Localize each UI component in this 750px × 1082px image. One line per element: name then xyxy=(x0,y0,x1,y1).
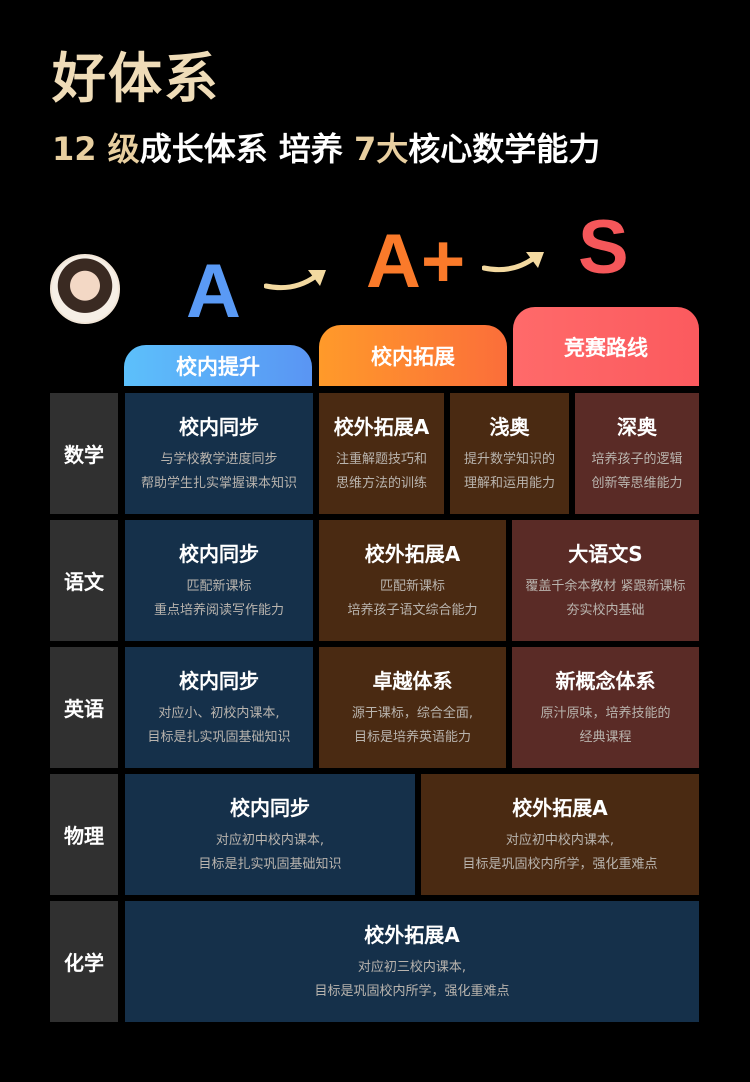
level-s: S xyxy=(578,205,629,290)
subtitle-text-1: 成长体系 培养 xyxy=(139,130,354,168)
course-title: 校外拓展A xyxy=(364,542,461,566)
subject-label: 语文 xyxy=(50,520,118,641)
course-title: 校内同步 xyxy=(230,796,310,820)
course-title: 卓越体系 xyxy=(372,669,453,693)
subject-label: 化学 xyxy=(50,901,118,1022)
subtitle: 12 级成长体系 培养 7大核心数学能力 xyxy=(52,124,600,170)
course-title: 校外拓展A xyxy=(364,923,460,947)
course-description: 帮助学生扎实掌握课本知识 xyxy=(140,476,297,491)
course-description: 目标是培养英语能力 xyxy=(353,730,471,745)
course-description: 匹配新课标 xyxy=(379,579,445,594)
course-description: 重点培养阅读写作能力 xyxy=(153,603,284,618)
course-title: 校内同步 xyxy=(179,669,259,693)
level-a: A xyxy=(186,249,241,334)
course-description: 思维方法的训练 xyxy=(335,476,427,491)
course-card: 校内同步对应初中校内课本, 目标是扎实巩固基础知识 xyxy=(125,774,415,895)
subject-label: 数学 xyxy=(50,393,118,514)
course-title: 深奥 xyxy=(617,415,657,439)
subtitle-number-12: 12 xyxy=(52,130,97,168)
course-title: 校外拓展A xyxy=(333,415,430,439)
course-card: 深奥培养孩子的逻辑创新等思维能力 xyxy=(575,393,699,514)
course-description: 覆盖千余本教材 紧跟新课标 xyxy=(525,579,686,594)
level-a-plus: A+ xyxy=(366,219,466,304)
course-title: 校内同步 xyxy=(179,415,259,439)
subtitle-text-2: 核心数学能力 xyxy=(408,130,601,168)
course-description: 目标是扎实巩固基础知识 xyxy=(147,730,291,745)
course-description: 对应小、初校内课本, xyxy=(158,706,280,721)
course-description: 匹配新课标 xyxy=(186,579,252,594)
subject-label: 英语 xyxy=(50,647,118,768)
course-description: 注重解题技巧和 xyxy=(335,452,427,467)
course-description: 目标是扎实巩固基础知识 xyxy=(198,857,342,872)
subject-label: 物理 xyxy=(50,774,118,895)
course-description: 夯实校内基础 xyxy=(566,603,645,618)
track-competition: 竞赛路线 xyxy=(513,307,699,386)
course-card: 大语文S 覆盖千余本教材 紧跟新课标夯实校内基础 xyxy=(512,520,699,641)
course-title: 新概念体系 xyxy=(555,669,656,693)
arrow-right-icon xyxy=(482,252,544,273)
course-description: 培养孩子的逻辑 xyxy=(591,452,683,467)
course-card: 新概念体系原汁原味，培养技能的经典课程 xyxy=(512,647,699,768)
course-description: 经典课程 xyxy=(579,730,632,745)
course-title: 校外拓展A xyxy=(512,796,608,820)
track-school-improve: 校内提升 xyxy=(124,345,312,386)
course-description: 与学校教学进度同步 xyxy=(160,452,278,467)
course-description: 源于课标，综合全面, xyxy=(351,706,474,721)
course-description: 对应初三校内课本, xyxy=(357,960,467,975)
course-description: 提升数学知识的 xyxy=(463,452,555,467)
course-card: 校外拓展A 对应初中校内课本, 目标是巩固校内所学，强化重难点 xyxy=(421,774,699,895)
course-card: 校外拓展A 对应初三校内课本, 目标是巩固校内所学，强化重难点 xyxy=(125,901,699,1022)
subtitle-word-level: 级 xyxy=(107,130,140,168)
course-card: 校外拓展A 匹配新课标培养孩子语文综合能力 xyxy=(319,520,506,641)
course-title: 大语文S xyxy=(568,542,643,566)
course-description: 目标是巩固校内所学，强化重难点 xyxy=(314,984,510,999)
course-title: 浅奥 xyxy=(489,415,530,439)
course-card: 校内同步匹配新课标重点培养阅读写作能力 xyxy=(125,520,313,641)
page-title: 好体系 xyxy=(52,47,220,110)
course-description: 培养孩子语文综合能力 xyxy=(347,603,478,618)
subtitle-word-big: 大 xyxy=(376,130,409,168)
course-card: 卓越体系源于课标，综合全面, 目标是培养英语能力 xyxy=(319,647,506,768)
subtitle-number-7: 7 xyxy=(353,130,377,168)
course-card: 校内同步与学校教学进度同步帮助学生扎实掌握课本知识 xyxy=(125,393,313,514)
course-card: 浅奥提升数学知识的理解和运用能力 xyxy=(450,393,569,514)
course-title: 校内同步 xyxy=(179,542,259,566)
course-description: 对应初中校内课本, xyxy=(215,833,325,848)
arrow-right-icon xyxy=(264,270,326,291)
course-description: 理解和运用能力 xyxy=(463,476,555,491)
course-description: 创新等思维能力 xyxy=(591,476,683,491)
course-description: 原汁原味，培养技能的 xyxy=(540,706,671,721)
course-card: 校外拓展A 注重解题技巧和思维方法的训练 xyxy=(319,393,444,514)
student-avatar xyxy=(50,254,120,324)
course-description: 目标是巩固校内所学，强化重难点 xyxy=(462,857,658,872)
track-school-extend: 校内拓展 xyxy=(319,325,507,386)
course-card: 校内同步对应小、初校内课本, 目标是扎实巩固基础知识 xyxy=(125,647,313,768)
course-description: 对应初中校内课本, xyxy=(505,833,615,848)
